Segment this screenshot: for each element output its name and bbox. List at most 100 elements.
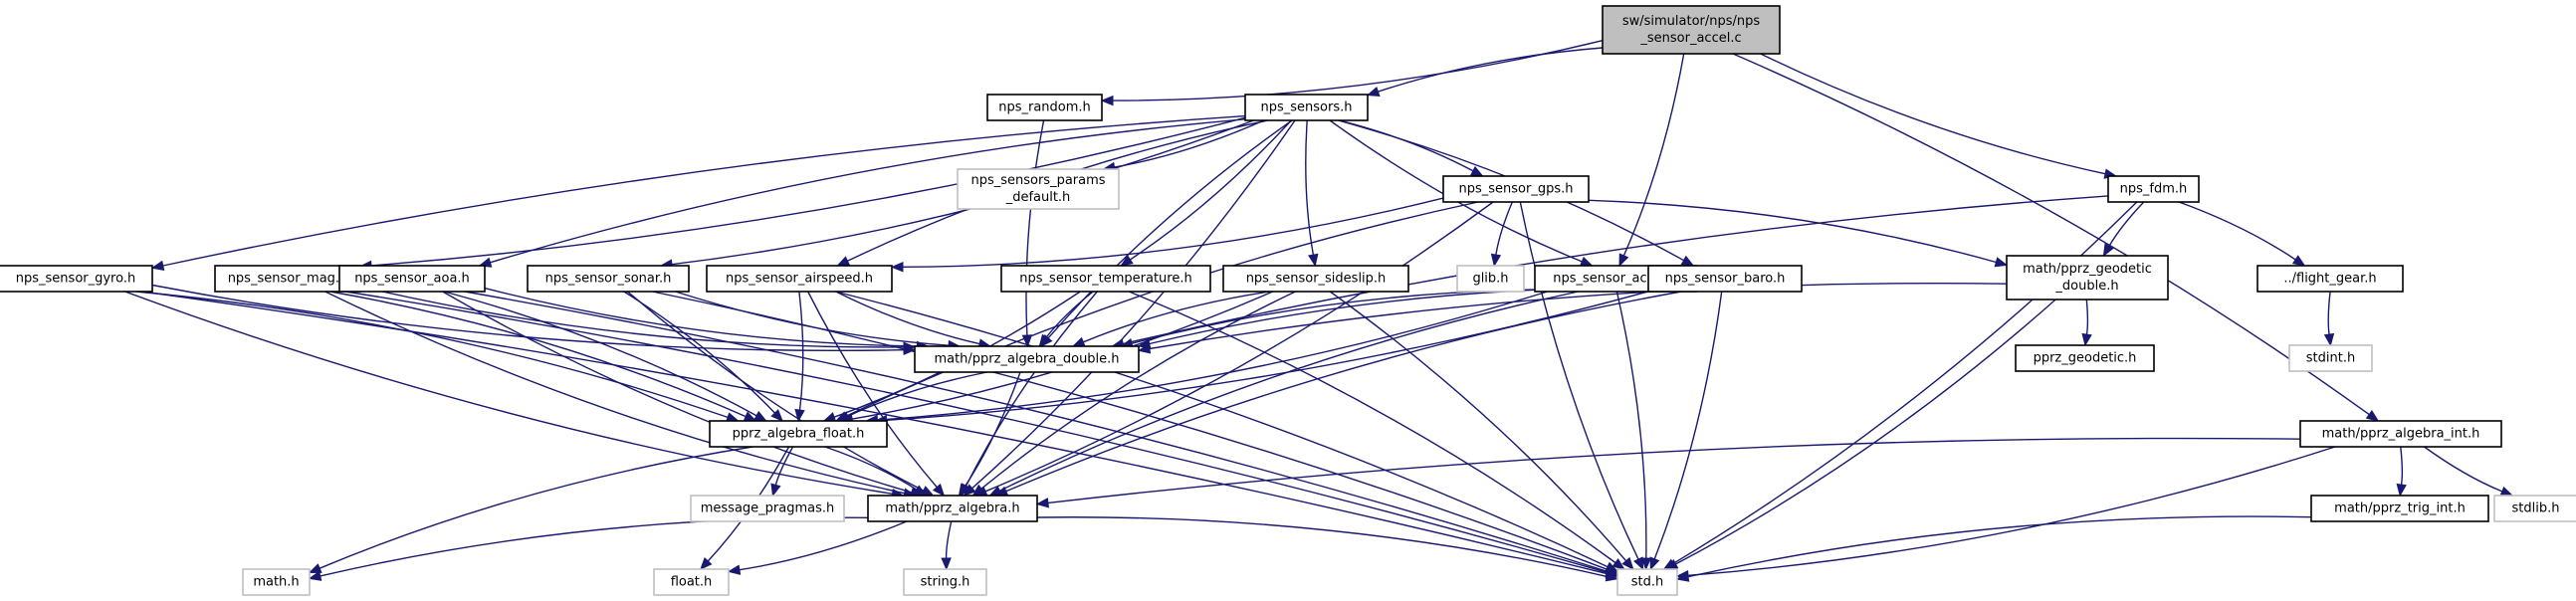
edge-nps-sensor-airspeed-to-std <box>835 291 1619 572</box>
edge-line <box>442 291 913 494</box>
node-box <box>1616 568 1678 596</box>
node-box <box>2107 175 2200 203</box>
arrowhead-icon <box>1633 556 1644 571</box>
arrowhead-icon <box>1605 571 1619 582</box>
node-nps-sensor-temperature[interactable]: nps_sensor_temperature.h <box>1000 265 1211 293</box>
node-math[interactable]: math.h <box>242 568 311 596</box>
edge-root-to-pprz-algebra-int <box>1732 53 2380 422</box>
node-label: nps_random.h <box>998 100 1091 115</box>
edge-pprz-algebra-float-to-message-pragmas <box>770 446 794 498</box>
arrowhead-icon <box>1611 558 1625 570</box>
edge-line <box>1128 291 1616 564</box>
node-float[interactable]: float.h <box>653 568 730 596</box>
edge-line <box>847 371 987 418</box>
arrowhead-icon <box>1649 556 1660 571</box>
node-box <box>527 265 690 293</box>
edge-nps-sensor-airspeed-to-pprz-algebra <box>807 291 946 498</box>
edge-line <box>886 291 1649 421</box>
edge-line <box>1653 291 1723 559</box>
node-nps-sensor-airspeed[interactable]: nps_sensor_airspeed.h <box>706 265 893 293</box>
node-nps-random[interactable]: nps_random.h <box>986 94 1103 121</box>
edge-line <box>1615 291 1647 559</box>
node-flight-gear[interactable]: ../flight_gear.h <box>2256 265 2404 293</box>
node-root[interactable]: sw/simulator/nps/nps_sensor_accel.c <box>1602 5 1781 55</box>
node-nps-sensor-aoa[interactable]: nps_sensor_aoa.h <box>338 265 486 293</box>
node-label: nps_sensor_gyro.h <box>16 272 135 287</box>
node-nps-sensor-gps[interactable]: nps_sensor_gps.h <box>1442 175 1590 203</box>
edge-nps-sensor-accel-to-std <box>1615 291 1652 571</box>
node-pprz-algebra-double[interactable]: math/pprz_algebra_double.h <box>914 345 1140 373</box>
node-message-pragmas[interactable]: message_pragmas.h <box>690 495 845 522</box>
node-nps-sensor-sonar[interactable]: nps_sensor_sonar.h <box>527 265 690 293</box>
edge-line <box>964 371 1021 488</box>
node-nps-sensor-sideslip[interactable]: nps_sensor_sideslip.h <box>1222 265 1409 293</box>
edge-nps-sensor-sideslip-to-pprz-algebra <box>971 291 1296 497</box>
node-stdlib[interactable]: stdlib.h <box>2493 495 2576 522</box>
edge-line <box>124 291 893 495</box>
node-nps-sensor-mag[interactable]: nps_sensor_mag.h <box>214 265 361 293</box>
node-nps-fdm[interactable]: nps_fdm.h <box>2107 175 2200 203</box>
edge-line <box>824 446 918 491</box>
node-pprz-algebra-float[interactable]: pprz_algebra_float.h <box>709 420 888 448</box>
edge-line <box>1329 291 1627 562</box>
arrowhead-icon <box>727 564 742 575</box>
node-box <box>903 568 987 596</box>
edge-line <box>984 201 1494 493</box>
node-box <box>690 495 845 522</box>
edge-line <box>1036 516 1608 578</box>
node-nps-sensors-params-default[interactable]: nps_sensors_params_default.h <box>957 168 1120 210</box>
arrowhead-icon <box>2102 243 2114 258</box>
arrowhead-icon <box>1100 95 1114 106</box>
node-pprz-algebra[interactable]: math/pprz_algebra.h <box>867 495 1038 522</box>
node-box <box>0 265 153 293</box>
edge-line <box>162 114 1246 267</box>
node-nps-sensor-gyro[interactable]: nps_sensor_gyro.h <box>0 265 153 293</box>
edge-line <box>1149 283 2008 350</box>
edge-nps-sensor-sideslip-to-std <box>1329 291 1634 570</box>
node-std[interactable]: std.h <box>1616 568 1678 596</box>
edge-nps-sensor-accel-to-pprz-algebra-double <box>1120 289 1536 349</box>
node-string[interactable]: string.h <box>903 568 987 596</box>
edge-line <box>774 446 794 486</box>
arrowhead-icon <box>913 485 928 497</box>
node-label: string.h <box>921 575 970 590</box>
arrowhead-icon <box>890 262 904 273</box>
node-pprz-geodetic[interactable]: pprz_geodetic.h <box>2015 344 2155 372</box>
edge-line <box>1687 515 2312 578</box>
node-box <box>867 495 1038 522</box>
edge-line <box>945 520 953 559</box>
edge-line <box>1045 291 1094 338</box>
node-label: math/pprz_trig_int.h <box>2334 501 2466 516</box>
node-box <box>1647 265 1803 293</box>
node-label: nps_sensor_mag.h <box>228 272 348 287</box>
arrowhead-icon <box>1640 557 1652 571</box>
node-pprz-algebra-int[interactable]: math/pprz_algebra_int.h <box>2299 420 2502 448</box>
node-glib[interactable]: glib.h <box>1456 265 1525 293</box>
edge-nps-sensor-gps-to-std <box>1519 201 1644 571</box>
node-pprz-trig-int[interactable]: math/pprz_trig_int.h <box>2310 495 2489 522</box>
node-box <box>2310 495 2489 522</box>
node-stdint[interactable]: stdint.h <box>2288 344 2373 372</box>
edge-nps-sensor-sonar-to-pprz-algebra <box>627 291 935 497</box>
edge-line <box>835 291 1609 568</box>
arrowhead-icon <box>1470 165 1484 177</box>
arrowhead-icon <box>1366 87 1381 97</box>
node-label: nps_fdm.h <box>2120 182 2188 197</box>
edge-line <box>999 291 1579 492</box>
node-box <box>2299 420 2502 448</box>
node-pprz-geodetic-double[interactable]: math/pprz_geodetic_double.h <box>2006 255 2169 300</box>
node-label: nps_sensor_temperature.h <box>1019 272 1191 287</box>
edge-line <box>1760 53 2106 175</box>
edge-line <box>1025 119 1045 336</box>
edge-pprz-algebra-to-std <box>1036 516 1619 582</box>
arrowhead-icon <box>1308 253 1319 268</box>
arrowhead-icon <box>770 409 784 422</box>
node-nps-sensor-baro[interactable]: nps_sensor_baro.h <box>1647 265 1803 293</box>
node-label: float.h <box>671 575 713 590</box>
edge-line <box>484 287 918 347</box>
edge-line <box>490 118 1246 264</box>
edge-line <box>835 291 980 345</box>
arrowhead-icon <box>1675 571 1690 582</box>
edge-line <box>971 119 1296 490</box>
node-nps-sensors[interactable]: nps_sensors.h <box>1244 94 1369 121</box>
